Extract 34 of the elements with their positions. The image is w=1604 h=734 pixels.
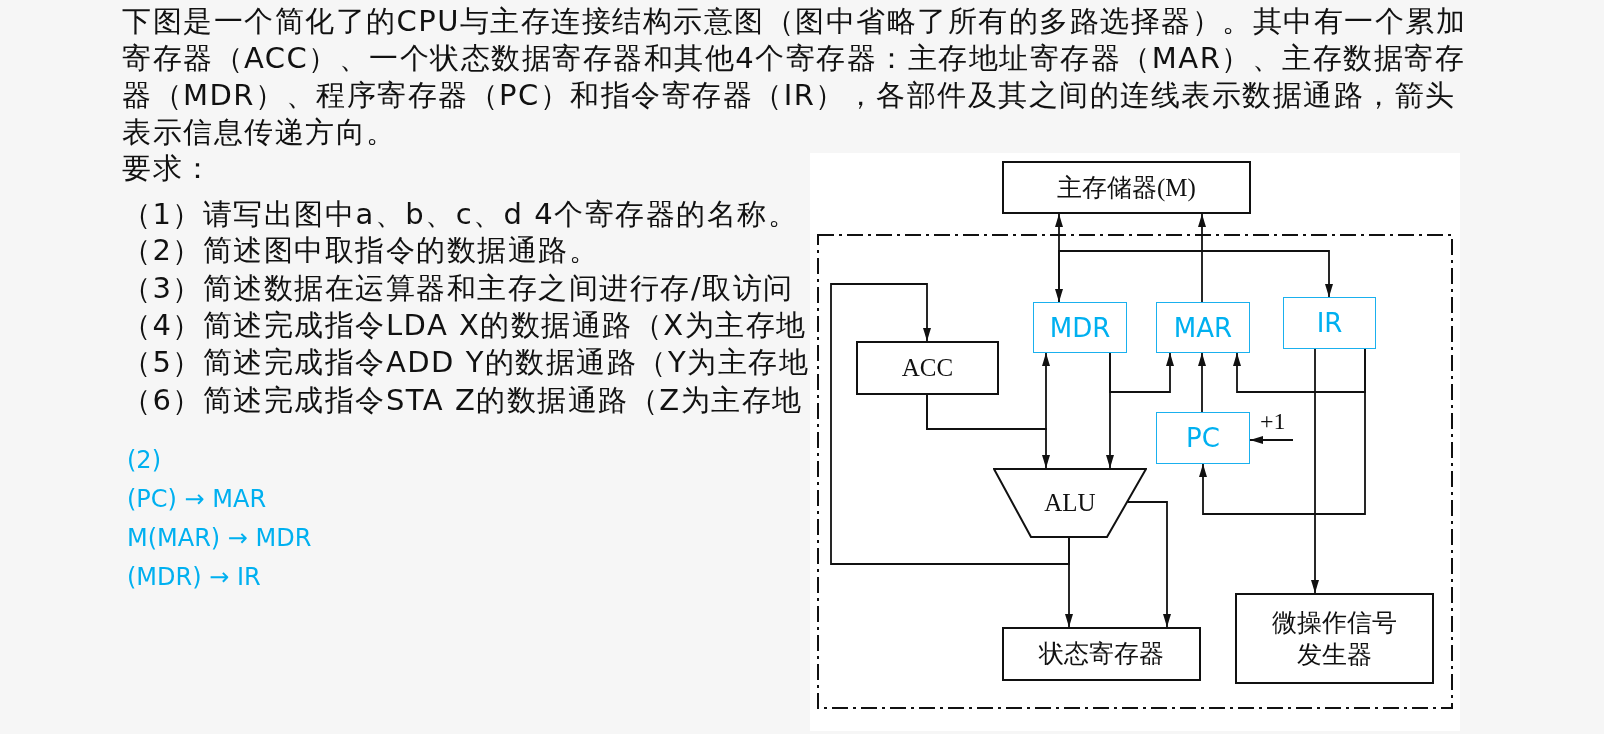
requirements-heading: 要求： <box>122 150 214 187</box>
arrow <box>1199 348 1366 515</box>
answer-heading: (2) <box>127 445 161 476</box>
question-item: （1）请写出图中a、b、c、d 4个寄存器的名称。 <box>122 196 799 233</box>
answer-line: (MDR) → IR <box>127 562 261 593</box>
alu-trapezoid: ALU <box>993 468 1147 538</box>
arrow <box>1249 436 1294 444</box>
arrow <box>1058 250 1333 303</box>
register-box: MDR <box>1033 302 1127 353</box>
register-box: MAR <box>1156 302 1250 353</box>
question-paragraph: 下图是一个简化了的CPU与主存连接结构示意图（图中省略了所有的多路选择器）。其中有一个累加寄存器（ACC）、一个状态数据寄存器和其他4个寄存器：主存地址寄存器（MAR）、主存数据寄存器（MDR）、程序寄存器（PC）和指令寄存器（IR），各部件及其之间的连线表示数据通路，箭头表示信息传递方向。 <box>122 3 1468 151</box>
arrow <box>1065 537 1073 628</box>
question-item: （4）简述完成指令LDA X的数据通路（X为主存地 <box>122 307 807 344</box>
arrow <box>1311 348 1319 594</box>
question-item: （2）简述图中取指令的数据通路。 <box>122 232 600 269</box>
memory-box: 主存储器(M) <box>1002 161 1251 214</box>
question-item: （6）简述完成指令STA Z的数据通路（Z为主存地 <box>122 382 803 419</box>
arrow <box>926 352 1050 430</box>
register-box: 状态寄存器 <box>1002 627 1201 681</box>
edge-label: +1 <box>1260 408 1286 434</box>
answer-line: M(MAR) → MDR <box>127 523 312 554</box>
arrow <box>1198 352 1206 413</box>
register-box: ACC <box>856 341 999 395</box>
arrow <box>1198 213 1206 303</box>
cpu-boundary <box>817 234 1453 709</box>
arrow <box>1126 501 1171 628</box>
register-box: IR <box>1283 297 1376 349</box>
arrow <box>830 283 1070 565</box>
register-box: PC <box>1156 412 1250 464</box>
question-item: （5）简述完成指令ADD Y的数据通路（Y为主存地 <box>122 344 810 381</box>
signal-generator-box: 微操作信号发生器 <box>1235 593 1434 684</box>
question-item: （3）简述数据在运算器和主存之间进行存/取访问 <box>122 270 794 307</box>
arrow <box>1109 352 1174 393</box>
answer-line: (PC) → MAR <box>127 484 267 515</box>
